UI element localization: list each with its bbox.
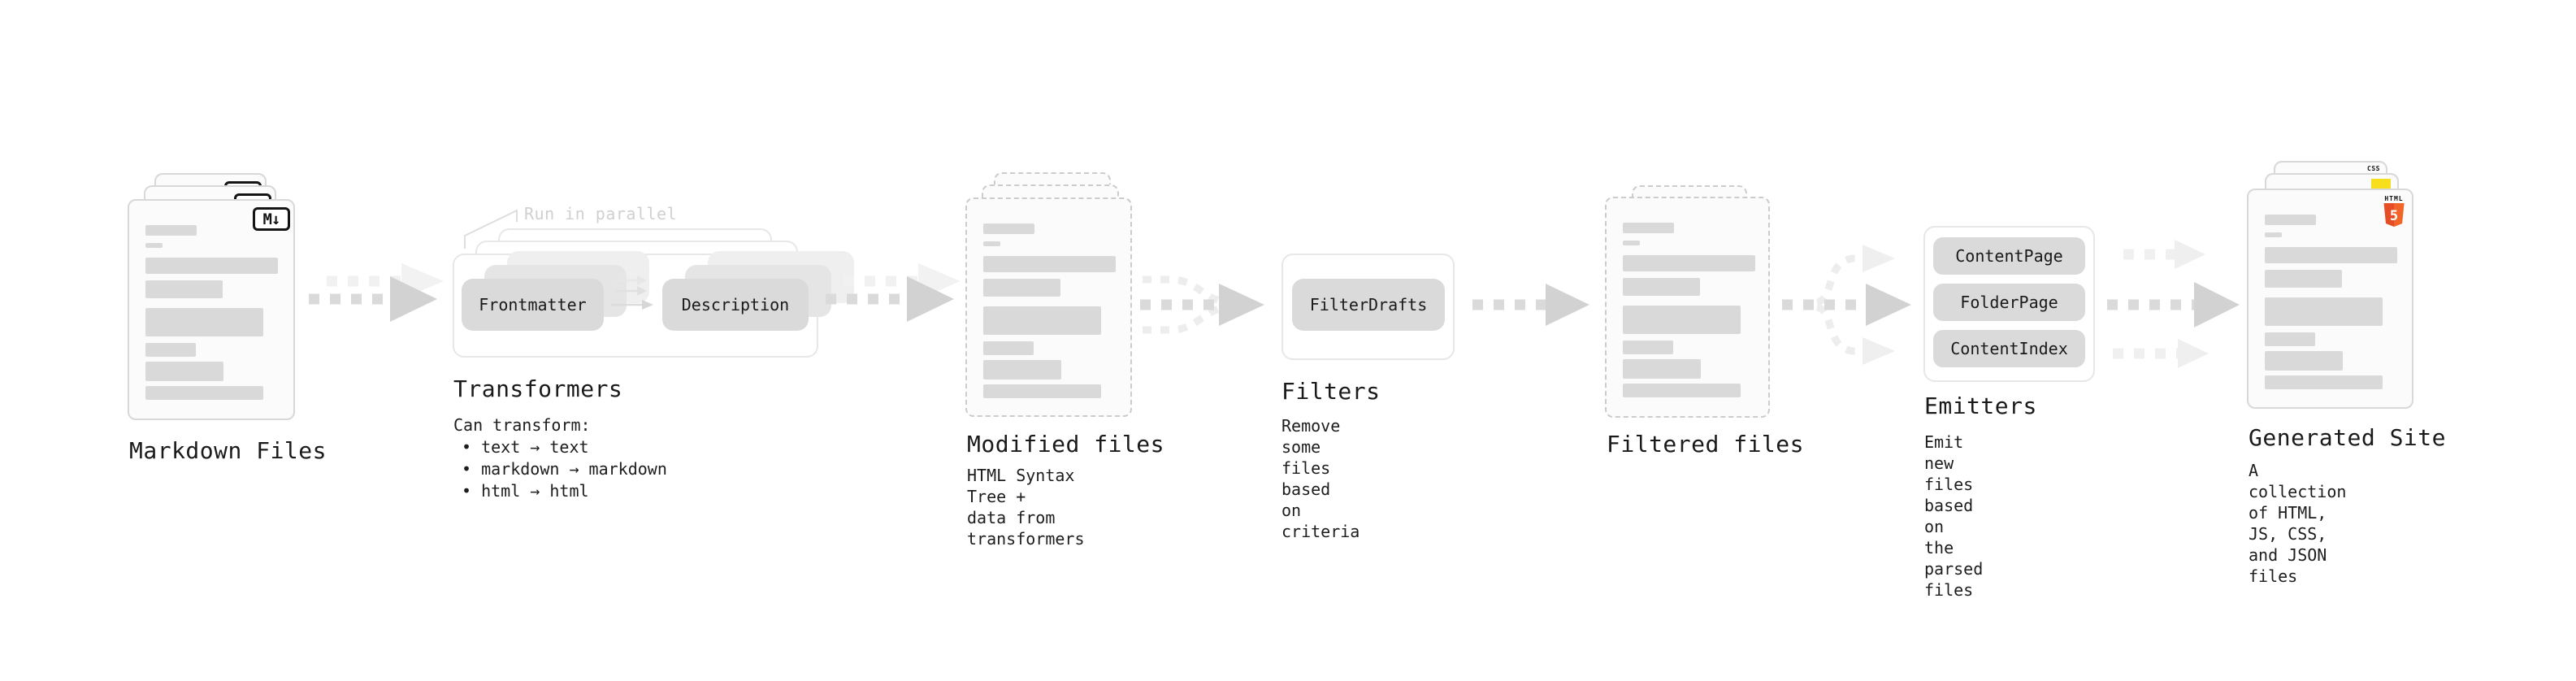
text-placeholder-bar [2265, 270, 2342, 288]
stage-label-emitters: Emitters [1924, 393, 2037, 419]
html5-shield: 5 [2383, 203, 2405, 227]
modified-file-card-front [965, 197, 1132, 417]
text-placeholder-bar [983, 223, 1034, 234]
diverge-arrow-filtered-to-emitters [1782, 245, 1911, 365]
triple-arrow-emitters-to-site [2107, 240, 2240, 368]
text-placeholder-bar [1623, 384, 1741, 397]
html5-icon: HTML 5 [2383, 195, 2405, 227]
run-in-parallel-callout: Run in parallel [524, 204, 678, 223]
filters-subtitle: Remove some files based on criteria [1281, 416, 1360, 541]
text-placeholder-bar [1623, 223, 1674, 233]
text-placeholder-bar [1623, 278, 1700, 296]
text-placeholder-bar [983, 279, 1060, 297]
text-placeholder-bar [983, 306, 1101, 335]
transformers-bullet: • html → html [462, 481, 589, 501]
text-placeholder-bar [145, 308, 263, 336]
stage-label-filters: Filters [1281, 378, 1381, 405]
filtered-file-card-front [1605, 197, 1770, 418]
text-placeholder-bar [2265, 351, 2343, 371]
svg-text:5: 5 [2390, 208, 2398, 224]
stage-label-filtered-files: Filtered files [1607, 431, 1805, 458]
emitters-subtitle: Emit new files based on the parsed files [1924, 432, 1984, 600]
text-placeholder-bar [983, 360, 1061, 380]
text-placeholder-bar [145, 280, 223, 298]
text-placeholder-bar [1623, 241, 1640, 245]
text-placeholder-bar [1623, 340, 1673, 354]
folderpage-pill: FolderPage [1933, 284, 2085, 321]
text-placeholder-bar [145, 362, 223, 381]
contentpage-pill: ContentPage [1933, 237, 2085, 275]
text-placeholder-bar [1623, 306, 1741, 334]
text-placeholder-bar [2265, 332, 2315, 346]
site-file-card-html: HTML 5 [2247, 189, 2413, 409]
text-placeholder-bar [2265, 247, 2397, 263]
text-placeholder-bar [145, 258, 278, 274]
contentindex-pill: ContentIndex [1933, 330, 2085, 367]
filterdrafts-pill: FilterDrafts [1292, 279, 1445, 331]
stage-label-generated-site: Generated Site [2249, 424, 2447, 451]
text-placeholder-bar [2265, 232, 2282, 237]
markdown-icon: M↓ [253, 207, 290, 231]
callout-leader-line [464, 209, 518, 249]
stage-label-modified-files: Modified files [967, 431, 1165, 458]
text-placeholder-bar [145, 386, 263, 400]
modified-files-subtitle: HTML Syntax Tree + data from transformer… [967, 466, 1085, 549]
markdown-file-card-front: M↓ [128, 199, 295, 420]
text-placeholder-bar [1623, 359, 1701, 379]
text-placeholder-bar [145, 225, 197, 236]
stage-label-markdown-files: Markdown Files [129, 437, 327, 464]
flow-arrow-filters-to-filtered [1472, 284, 1589, 326]
text-placeholder-bar [2265, 297, 2383, 326]
transformers-note-title: Can transform: [453, 415, 591, 435]
text-placeholder-bar [983, 241, 1000, 246]
text-placeholder-bar [145, 343, 196, 357]
flow-arrow-transformers-to-modified [826, 263, 961, 322]
transformers-bullet: • text → text [462, 437, 589, 457]
text-placeholder-bar [145, 243, 163, 248]
text-placeholder-bar [983, 256, 1116, 272]
converge-arrow-modified-to-filters [1140, 275, 1264, 334]
flow-arrow-md-to-transformers [309, 263, 444, 322]
description-pill: Description [662, 279, 809, 331]
generated-site-subtitle: A collection of HTML, JS, CSS, and JSON … [2249, 461, 2347, 586]
js-file-icon [2371, 179, 2391, 189]
text-placeholder-bar [1623, 255, 1755, 271]
parallel-arrows [611, 275, 653, 310]
stage-label-transformers: Transformers [453, 375, 623, 402]
text-placeholder-bar [2265, 375, 2383, 389]
frontmatter-pill: Frontmatter [462, 279, 604, 331]
transformers-bullet: • markdown → markdown [462, 459, 667, 479]
text-placeholder-bar [983, 341, 1034, 355]
transformers-note: Can transform: • text → text • markdown … [453, 414, 667, 502]
text-placeholder-bar [2265, 215, 2316, 225]
text-placeholder-bar [983, 384, 1101, 398]
